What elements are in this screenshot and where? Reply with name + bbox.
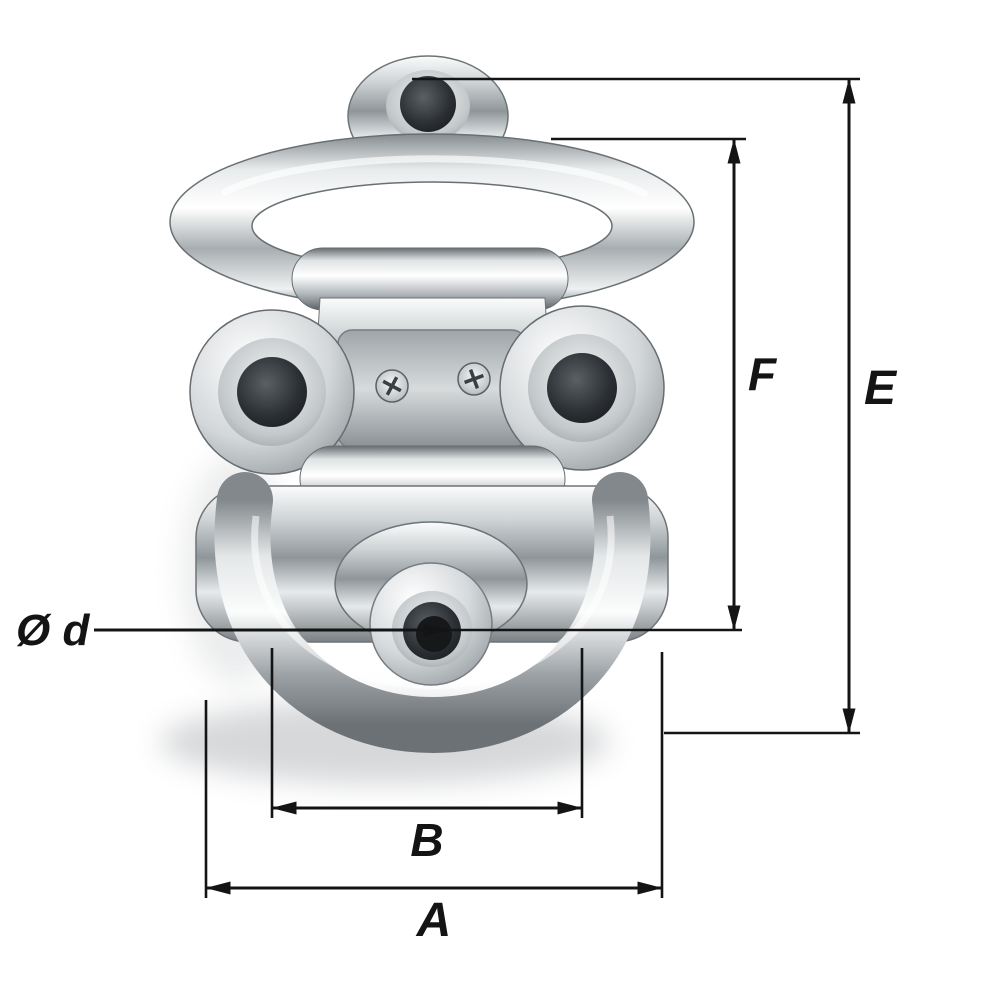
center-panel [337,329,527,449]
screw-right [457,362,491,396]
dim-label-diameter: Ø d [16,606,90,655]
mount-ear-left [189,309,355,475]
dimension-labels: E F Ø d B A [16,348,898,947]
pad-eye-illustration [160,55,695,784]
mount-hole-right [547,353,617,423]
screw-left [375,369,409,403]
mount-ear-right [499,305,665,471]
bottom-ring [214,472,651,753]
dim-label-e: E [864,362,898,415]
pivot-hole-core [416,616,452,652]
dim-label-b: B [410,814,443,866]
top-tab-hole [400,76,456,132]
dim-label-f: F [748,348,778,400]
top-ring-highlight [221,155,649,198]
dimension-lines [94,77,860,898]
mount-hole-left [237,357,307,427]
dim-label-a: A [416,894,452,947]
